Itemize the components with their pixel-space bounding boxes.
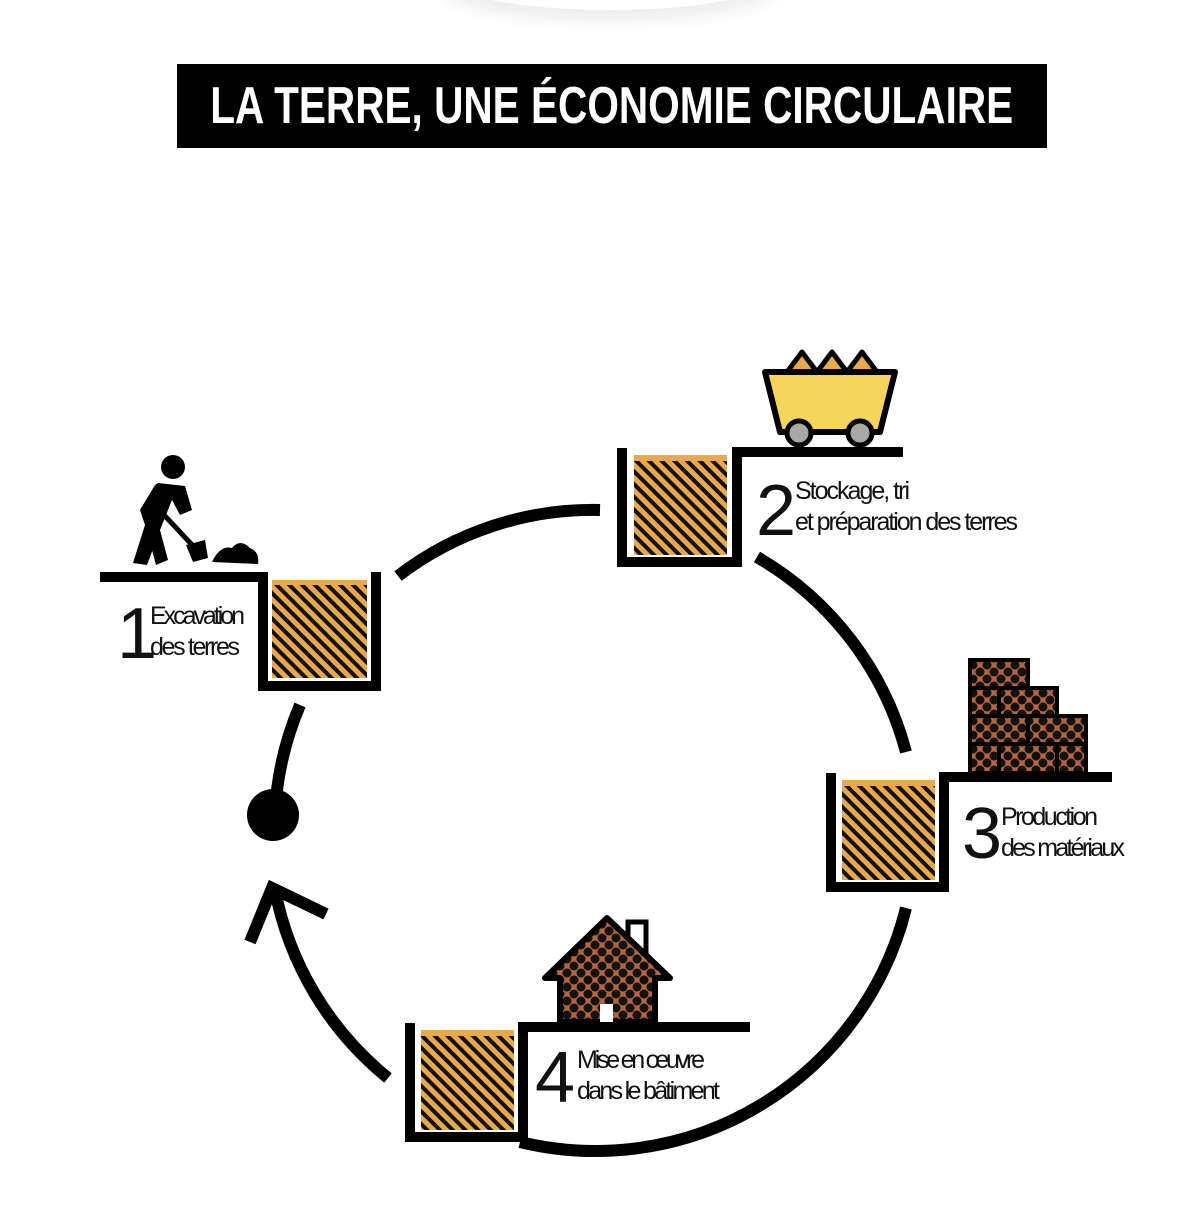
cycle-arrows xyxy=(244,503,912,1157)
arc-4-to-1 xyxy=(269,888,392,1083)
step-1: 1 Excavation des terres xyxy=(100,455,381,691)
step-2: 2 Stockage, tri et préparation des terre… xyxy=(617,349,1018,567)
step-number: 1 xyxy=(117,594,157,674)
step-4: 4 Mise en œuvre dans le bâtiment xyxy=(405,915,750,1142)
step-label: Excavation xyxy=(150,602,245,630)
step-2-container xyxy=(617,447,903,567)
page-title: LA TERRE, UNE ÉCONOMIE CIRCULAIRE xyxy=(177,64,1047,148)
arrowhead-icon xyxy=(244,879,329,945)
step-3: 3 Production des matériaux xyxy=(826,658,1126,892)
house-icon xyxy=(542,915,673,1025)
step-number: 4 xyxy=(535,1038,575,1118)
step-label: Production xyxy=(1001,803,1098,831)
brick-wall-icon xyxy=(968,658,1088,775)
step-4-container xyxy=(405,1022,750,1142)
title-text: LA TERRE, UNE ÉCONOMIE CIRCULAIRE xyxy=(210,77,1014,135)
arc-1-to-2 xyxy=(394,503,601,581)
step-label: des terres xyxy=(150,633,240,661)
step-number: 2 xyxy=(756,471,796,551)
step-1-container xyxy=(100,572,381,691)
arc-3-to-4 xyxy=(518,906,912,1157)
worker-digging-icon xyxy=(133,455,259,565)
step-3-container xyxy=(826,772,1112,892)
soil-block xyxy=(842,780,935,880)
step-label: des matériaux xyxy=(1001,834,1126,862)
soil-block xyxy=(421,1030,514,1130)
mine-cart-icon xyxy=(762,349,898,448)
step-label: dans le bâtiment xyxy=(577,1077,720,1105)
soil-block xyxy=(634,455,727,555)
arc-2-to-3 xyxy=(753,551,912,754)
step-label: et préparation des terres xyxy=(795,508,1018,536)
start-dot xyxy=(247,789,299,841)
step-label: Stockage, tri xyxy=(795,477,910,505)
soil-block xyxy=(272,580,367,678)
step-number: 3 xyxy=(962,794,1002,874)
step-label: Mise en œuvre xyxy=(577,1046,705,1074)
